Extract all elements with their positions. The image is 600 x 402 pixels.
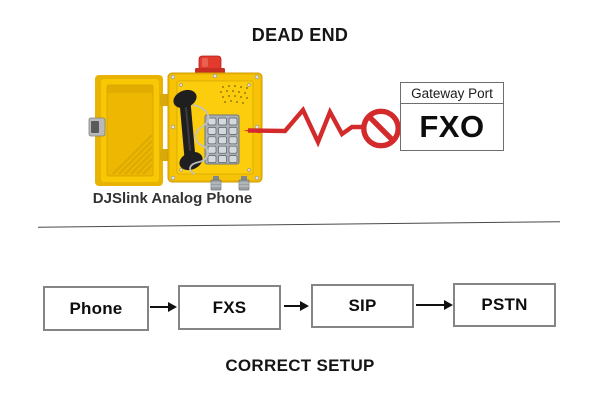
gateway-port-box: Gateway Port FXO <box>400 82 504 151</box>
section-divider <box>38 221 560 228</box>
gateway-port-header: Gateway Port <box>401 83 503 104</box>
flow-node-phone: Phone <box>43 286 149 331</box>
beacon-light <box>195 55 225 75</box>
broken-connection-zigzag <box>247 105 366 148</box>
flow-node-label: FXS <box>212 297 247 317</box>
no-entry-icon <box>361 108 401 149</box>
handset-cord <box>189 104 210 175</box>
phone-door <box>88 75 169 186</box>
flow-node-label: PSTN <box>481 295 528 314</box>
flow-node-fxs: FXS <box>178 285 281 330</box>
door-latch <box>88 117 106 137</box>
keypad <box>204 114 240 165</box>
phone-body <box>167 72 263 191</box>
flow-node-sip: SIP <box>311 284 414 328</box>
phone-caption: DJSlink Analog Phone <box>92 190 253 207</box>
cable-glands <box>210 176 250 191</box>
correct-setup-title: CORRECT SETUP <box>225 356 375 375</box>
broken-connection-graphic <box>243 105 401 149</box>
analog-phone-illustration <box>88 55 263 191</box>
flow-node-pstn: PSTN <box>453 283 556 327</box>
flow-arrow-sip-to-pstn <box>416 299 453 310</box>
speaker-holes <box>220 85 248 104</box>
flow-node-label: SIP <box>348 296 377 315</box>
flow-arrow-phone-to-fxs <box>150 301 177 312</box>
flow-node-label: Phone <box>69 298 123 318</box>
screws <box>170 73 260 182</box>
flow-arrow-fxs-to-sip <box>284 300 309 311</box>
handset <box>173 89 203 171</box>
dead-end-title: DEAD END <box>251 25 349 45</box>
gateway-port-fxo-label: FXO <box>419 109 485 144</box>
